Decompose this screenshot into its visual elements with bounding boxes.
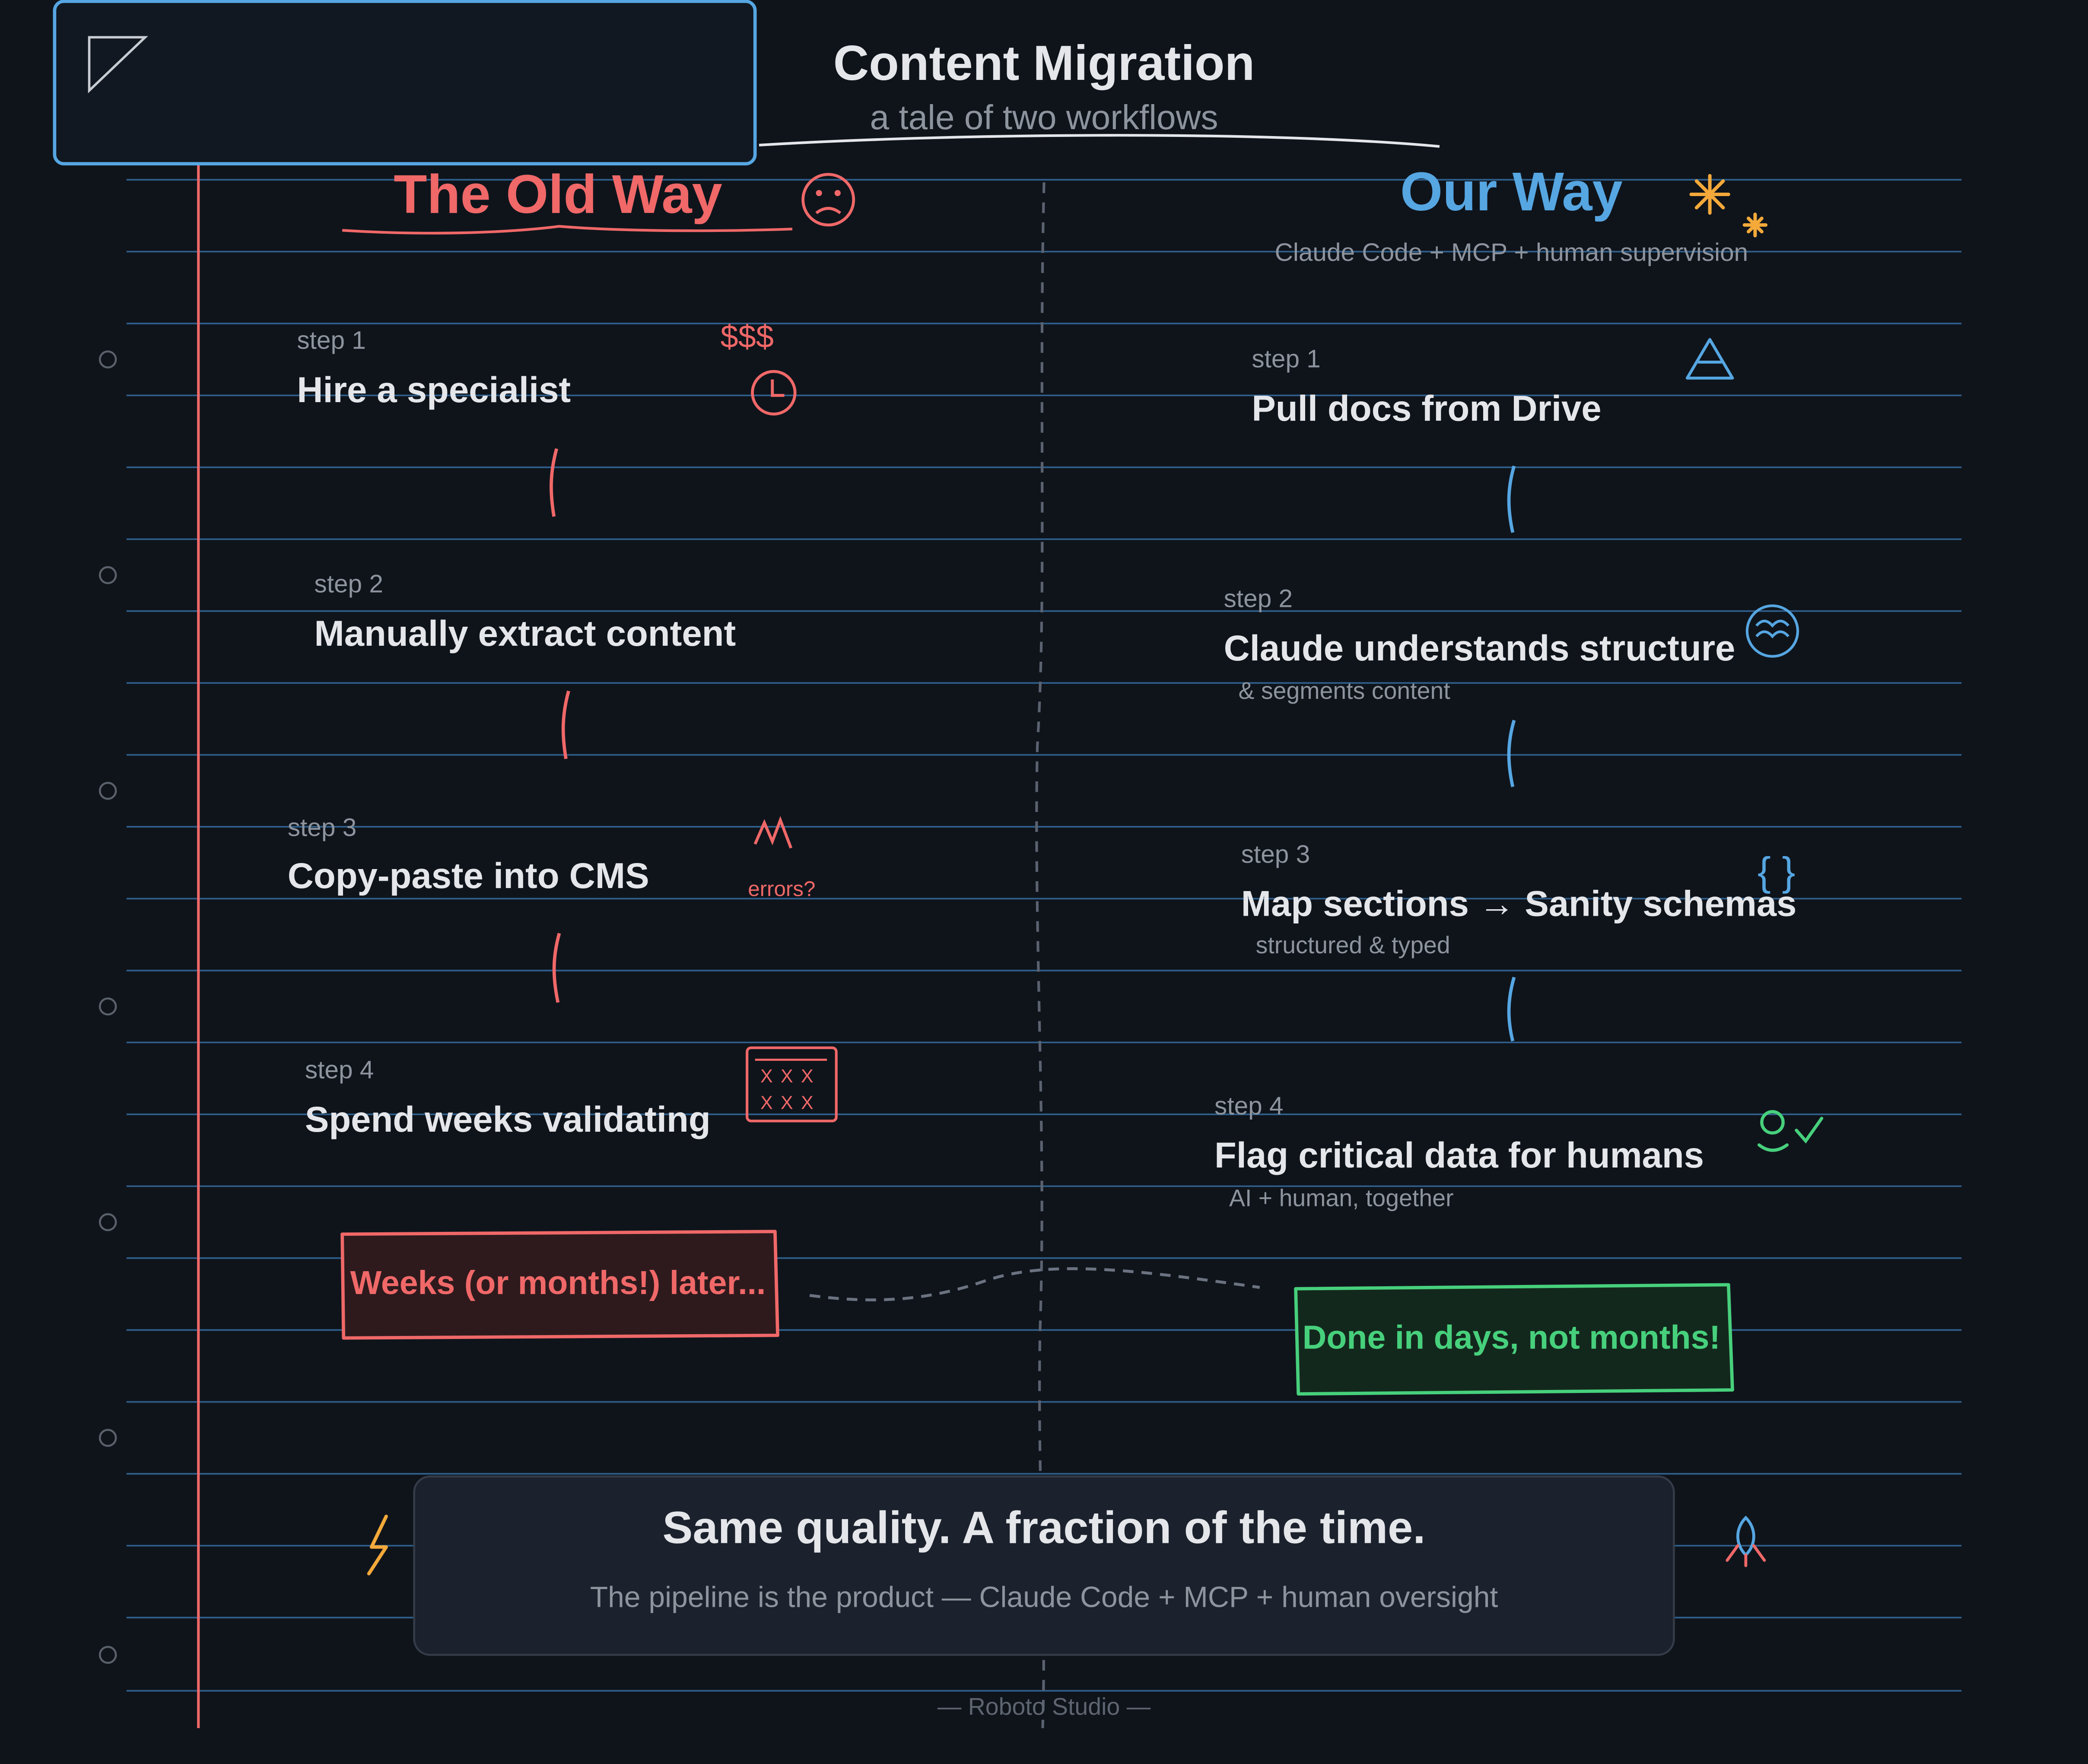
- our-step-2-title: Claude understands structure: [1224, 628, 1735, 668]
- our-step-4-note: AI + human, together: [1229, 1185, 1454, 1212]
- cost-mark: $$$: [721, 318, 774, 354]
- old-connector-3: [552, 933, 561, 1003]
- rocket-icon: [1726, 1516, 1766, 1567]
- our-step-3-label: step 3: [1241, 840, 1310, 868]
- footer-credit: — Roboto Studio —: [938, 1693, 1151, 1720]
- our-way-heading: Our Way: [1400, 161, 1623, 222]
- old-step-3-label: step 3: [288, 814, 357, 842]
- our-connector-1: [1507, 465, 1516, 533]
- old-result-box: [340, 1230, 779, 1340]
- old-step-2-label: step 2: [314, 570, 383, 598]
- lightning-icon: [367, 1514, 388, 1576]
- result-connector: [809, 1267, 1260, 1301]
- page-title: Content Migration: [833, 36, 1255, 91]
- our-result-box: [1294, 1283, 1734, 1396]
- summary-panel: [413, 1475, 1675, 1656]
- error-log-row-1: X X X: [760, 1066, 815, 1087]
- old-step-4-label: step 4: [305, 1056, 374, 1084]
- person-check-icon: [1757, 1110, 1824, 1152]
- error-log-icon: X X X X X X: [746, 1046, 838, 1123]
- old-result-text: Weeks (or months!) later...: [350, 1264, 766, 1301]
- zigzag-icon: [753, 816, 793, 849]
- old-way-heading: The Old Way: [394, 164, 722, 225]
- drive-icon: [1685, 338, 1734, 380]
- old-step-3-title: Copy-paste into CMS: [288, 856, 649, 896]
- our-step-1-label: step 1: [1252, 345, 1321, 373]
- old-step-4-title: Spend weeks validating: [305, 1099, 711, 1139]
- frame-icon: [88, 36, 148, 94]
- our-connector-2: [1507, 720, 1516, 787]
- old-connector-2: [561, 690, 570, 759]
- page-subtitle: a tale of two workflows: [870, 98, 1218, 136]
- our-way-subheading: Claude Code + MCP + human supervision: [1275, 238, 1748, 267]
- our-step-3-title: Map sections → Sanity schemas: [1241, 884, 1797, 924]
- our-connector-3: [1507, 977, 1516, 1042]
- summary-tagline: The pipeline is the product — Claude Cod…: [590, 1581, 1498, 1613]
- our-result-text: Done in days, not months!: [1303, 1319, 1720, 1356]
- old-connector-1: [550, 448, 559, 517]
- our-step-3-note: structured & typed: [1256, 932, 1450, 958]
- our-step-1-title: Pull docs from Drive: [1252, 388, 1601, 428]
- our-step-4-title: Flag critical data for humans: [1214, 1135, 1704, 1175]
- error-log-row-2: X X X: [760, 1093, 815, 1114]
- clock-icon: [751, 370, 797, 416]
- old-step-1-label: step 1: [297, 327, 366, 355]
- old-step-1-title: Hire a specialist: [297, 370, 571, 410]
- errors-note: errors?: [748, 877, 815, 901]
- old-way-underline: [342, 225, 793, 235]
- title-frame: [53, 0, 757, 165]
- brain-icon: [1745, 604, 1799, 658]
- title-underline: [759, 134, 1440, 148]
- column-divider: [1035, 182, 1046, 1728]
- old-step-2-title: Manually extract content: [314, 613, 736, 654]
- braces-icon: { }: [1757, 849, 1795, 894]
- our-step-2-note: & segments content: [1239, 677, 1450, 704]
- our-step-2-label: step 2: [1224, 585, 1293, 613]
- summary-headline: Same quality. A fraction of the time.: [662, 1502, 1425, 1553]
- our-step-4-label: step 4: [1214, 1092, 1284, 1120]
- sparkle-icon: [1689, 174, 1768, 238]
- sad-face-icon: [801, 173, 855, 227]
